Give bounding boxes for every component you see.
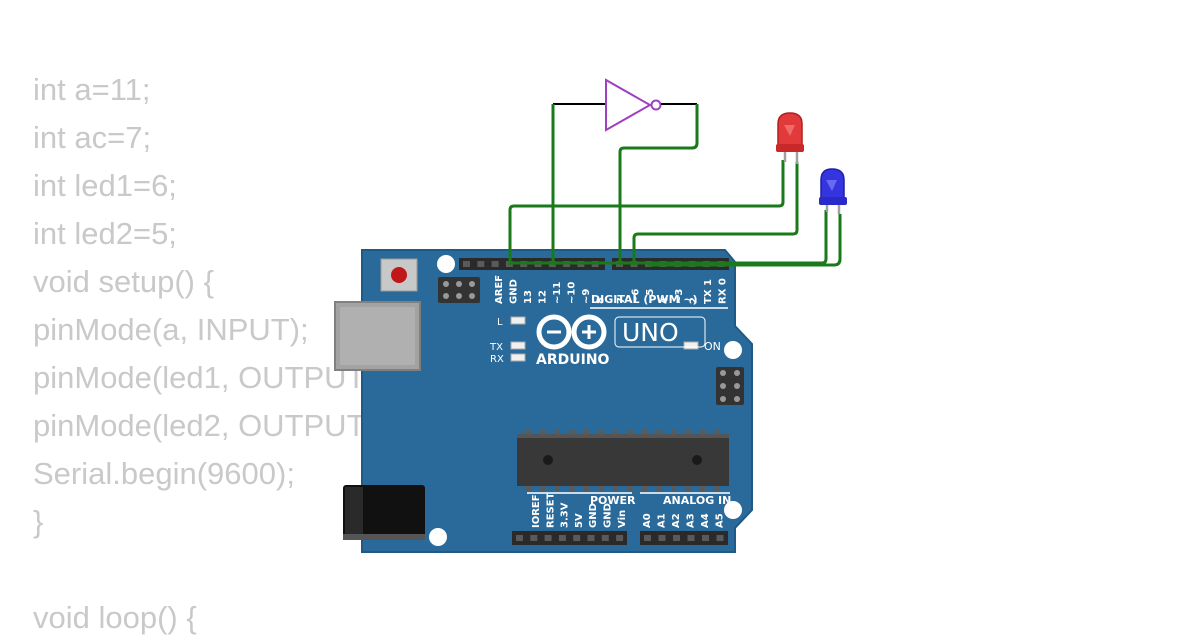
code-line: int ac=7; [33, 120, 152, 155]
pin-label: 4 [660, 297, 671, 304]
pin-label: GND [603, 503, 614, 528]
digital-header-label: DIGITAL (PWM ~) [591, 293, 698, 306]
pin-label: GND [588, 503, 599, 528]
pin-label: A3 [686, 513, 697, 528]
pin-label: ~9 [581, 289, 592, 304]
mounting-hole [429, 528, 447, 546]
brand-label: ARDUINO [536, 352, 610, 368]
power-header [512, 531, 627, 545]
onboard-led-on: ON [683, 340, 721, 353]
code-line: void loop() { [33, 600, 197, 635]
wires [508, 104, 842, 267]
pin-label: AREF [494, 275, 505, 304]
pin-label: ~3 [674, 289, 685, 304]
wire-gnd-red-led[interactable] [508, 160, 785, 265]
pin-label: 5V [574, 513, 585, 528]
code-line: pinMode(led2, OUTPUT); [33, 408, 385, 443]
code-line: } [33, 504, 44, 539]
wire-pin5-blue-led[interactable] [648, 214, 842, 267]
model-label: UNO [622, 318, 679, 347]
pin-label: 3.3V [560, 502, 571, 528]
mounting-hole [724, 501, 742, 519]
arduino-logo [536, 314, 607, 350]
code-line: int led1=6; [33, 168, 177, 203]
pin-label: RESET [545, 492, 556, 528]
mounting-hole [437, 255, 455, 273]
wire-gate-output[interactable] [618, 104, 699, 265]
wire-pin6-red-led[interactable] [632, 162, 799, 265]
pin-label: RX 0 [718, 278, 729, 304]
pin-label: ~11 [552, 282, 563, 304]
svg-text:RX: RX [490, 354, 504, 365]
pin-label: A5 [715, 513, 726, 528]
power-jack [343, 485, 425, 540]
reset-button[interactable] [380, 258, 418, 292]
pin-label: 2 [689, 297, 700, 304]
pin-label: ~5 [645, 289, 656, 304]
wire-gnd-blue-led[interactable] [508, 210, 828, 265]
blue-led[interactable] [819, 168, 847, 214]
pin-label: ~10 [567, 282, 578, 304]
svg-text:L: L [497, 317, 503, 328]
not-gate[interactable] [553, 78, 697, 132]
model-badge [614, 316, 706, 348]
red-led[interactable] [776, 112, 804, 164]
svg-text:ON: ON [704, 340, 721, 353]
icsp-header [438, 277, 480, 303]
pin-label: 12 [538, 290, 549, 304]
code-line: void setup() { [33, 264, 214, 299]
onboard-led-rx: RX [490, 353, 526, 365]
analog-header [640, 531, 728, 545]
code-line: int led2=5; [33, 216, 177, 251]
pin-label: A0 [642, 513, 653, 528]
pin-label: Vin [617, 510, 628, 528]
microcontroller-chip [517, 434, 729, 486]
pin-label: A1 [657, 513, 668, 528]
svg-text:TX: TX [489, 342, 503, 353]
code-line: int a=11; [33, 72, 151, 107]
pin-label: 8 [596, 297, 607, 304]
code-line: pinMode(led1, OUTPUT); [33, 360, 385, 395]
analog-label: ANALOG IN [663, 494, 731, 507]
onboard-led-l: L [497, 316, 526, 328]
code-listing: int a=11; int ac=7; int led1=6; int led2=5;… [33, 66, 384, 642]
pin-label: TX 1 [703, 279, 714, 304]
pin-label: 13 [523, 290, 534, 304]
pin-label: A2 [671, 513, 682, 528]
pin-label: IOREF [531, 494, 542, 528]
mounting-hole [724, 341, 742, 359]
pin-label: A4 [700, 513, 711, 528]
pin-label: 7 [616, 297, 627, 304]
icsp-header-right [716, 367, 744, 405]
onboard-led-tx: TX [489, 341, 526, 353]
pin-label: GND [509, 279, 520, 304]
usb-connector [334, 301, 421, 371]
pin-label: ~6 [631, 289, 642, 304]
code-line: pinMode(a, INPUT); [33, 312, 309, 347]
code-line: Serial.begin(9600); [33, 456, 295, 491]
power-label: POWER [590, 494, 636, 507]
